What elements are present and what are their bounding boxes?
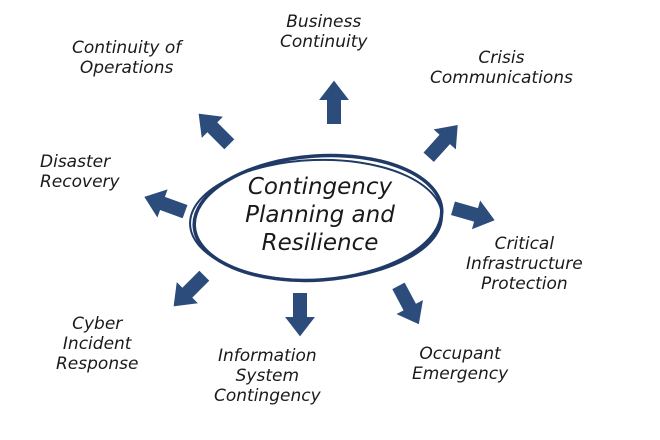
label-occupant-emergency: Occupant Emergency	[412, 344, 508, 384]
label-crisis-communications: Crisis Communications	[430, 48, 573, 88]
label-line: Continuity	[280, 32, 368, 52]
label-line: Protection	[481, 274, 568, 294]
label-line: Operations	[79, 58, 174, 78]
arrow-disaster-recovery	[135, 179, 193, 229]
arrow-critical-infrastructure	[446, 190, 502, 239]
label-line: Continuity of	[72, 38, 182, 58]
label-line: Occupant	[419, 344, 501, 364]
label-line: Information	[217, 346, 317, 366]
center-title-line-3: Resilience	[261, 230, 379, 256]
label-disaster-recovery: Disaster Recovery	[40, 152, 120, 192]
center-title-line-1: Contingency	[247, 174, 393, 200]
label-line: Critical	[494, 234, 555, 254]
label-line: Contingency	[214, 386, 321, 406]
label-information-system-contingency: Information System Contingency	[214, 346, 321, 406]
arrow-business-continuity	[316, 78, 352, 126]
label-line: Response	[56, 354, 139, 374]
label-line: System	[235, 366, 300, 386]
label-business-continuity: Business Continuity	[280, 12, 367, 52]
label-cyber-incident-response: Cyber Incident Response	[56, 314, 138, 374]
label-line: Crisis	[478, 48, 525, 68]
center-title: Contingency Planning and Resilience	[205, 160, 435, 270]
arrow-information-system-contingency	[282, 291, 318, 339]
arrow-occupant-emergency	[381, 276, 436, 335]
arrow-continuity-of-operations	[184, 99, 244, 159]
label-line: Business	[286, 12, 362, 32]
label-line: Recovery	[40, 172, 120, 192]
label-critical-infrastructure-protection: Critical Infrastructure Protection	[466, 234, 583, 294]
label-line: Emergency	[412, 364, 509, 384]
arrow-cyber-incident-response	[159, 261, 219, 321]
label-line: Disaster	[40, 152, 111, 172]
center-title-line-2: Planning and	[245, 202, 395, 228]
label-line: Infrastructure	[466, 254, 583, 274]
label-line: Cyber	[72, 314, 123, 334]
center-ellipse-overstroke	[189, 158, 443, 282]
label-line: Communications	[430, 68, 573, 88]
label-continuity-of-operations: Continuity of Operations	[72, 38, 181, 78]
label-line: Incident	[62, 334, 132, 354]
